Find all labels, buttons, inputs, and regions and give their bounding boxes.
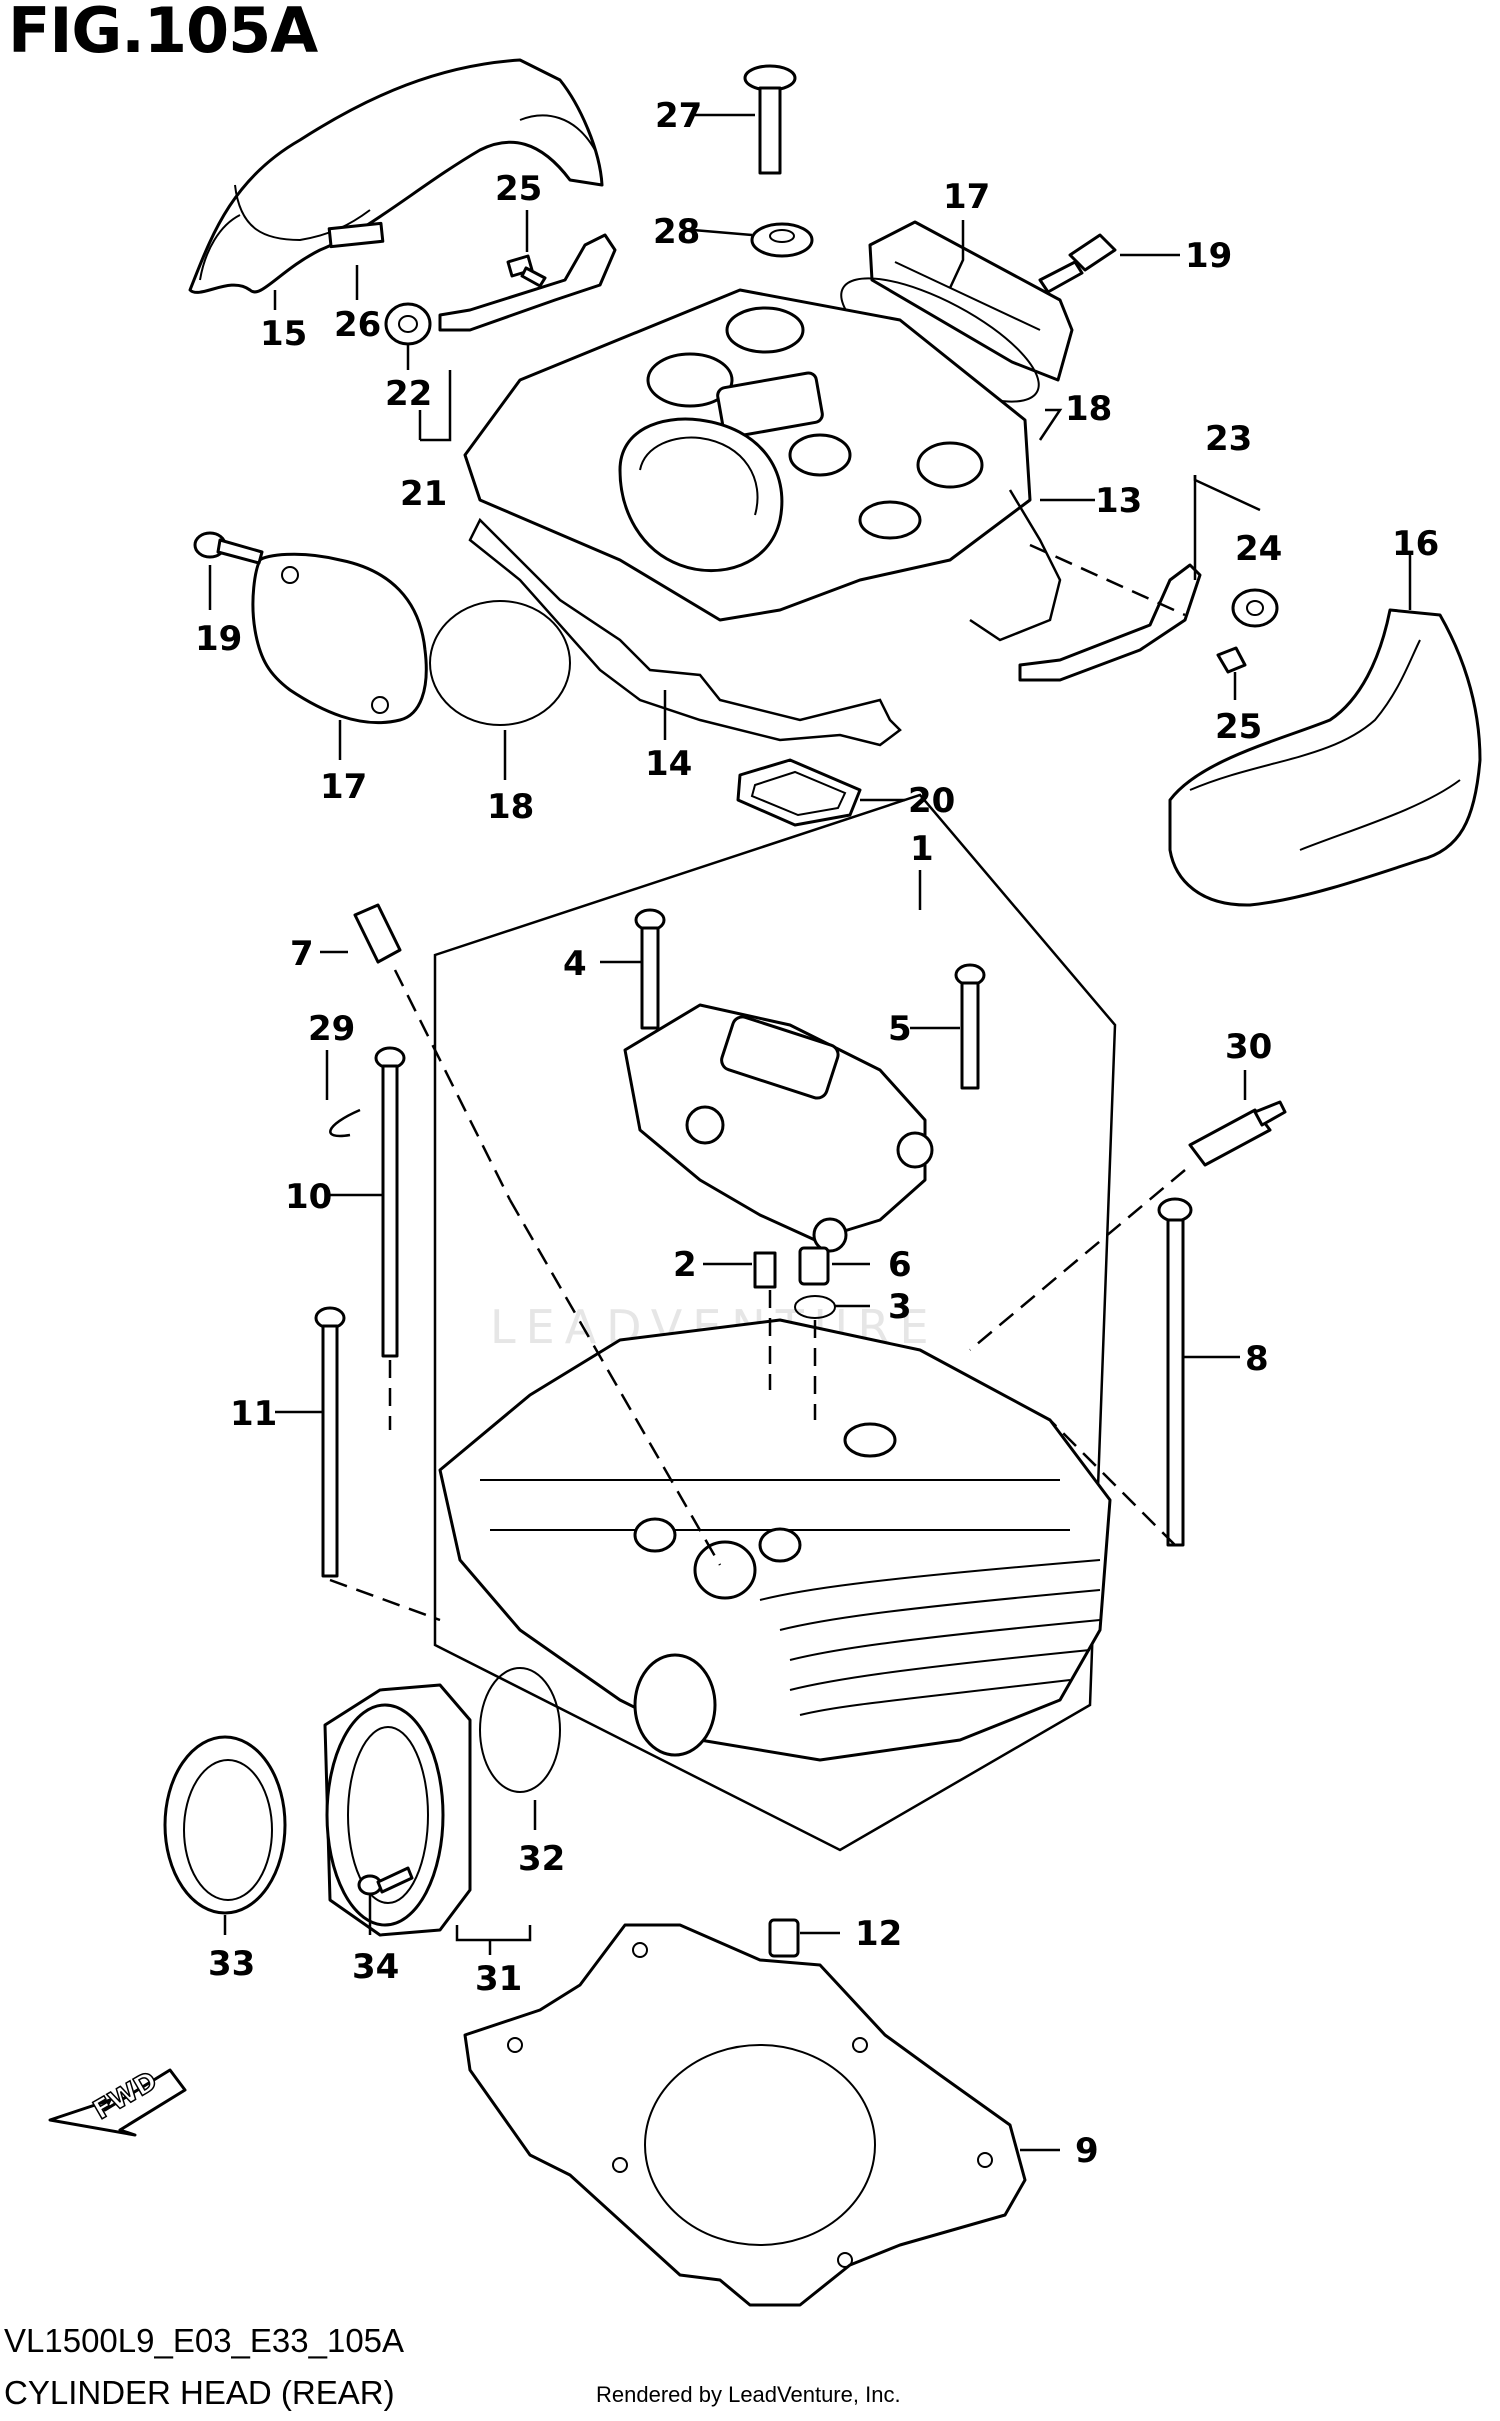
- callout-26: 26: [334, 305, 381, 345]
- part-25-bolt-right: [1216, 646, 1247, 674]
- part-19-bolt-top: [1038, 233, 1117, 294]
- part-17-cap-left: [251, 552, 428, 725]
- part-31-intake-pipe: [323, 1683, 472, 1937]
- callout-10: 10: [285, 1177, 332, 1217]
- part-30-spark-plug: [1188, 1100, 1287, 1167]
- callout-13: 13: [1095, 481, 1142, 521]
- rocker-holder: [623, 1003, 934, 1253]
- part-3-oring: [794, 1295, 836, 1319]
- callout-17-top: 17: [943, 177, 990, 217]
- part-2-dowel: [753, 1251, 777, 1289]
- part-27-bolt: [743, 64, 797, 175]
- part-19-bolt-left: [193, 531, 264, 565]
- callout-6: 6: [888, 1245, 912, 1285]
- callout-33: 33: [208, 1944, 255, 1984]
- callout-34: 34: [352, 1947, 399, 1987]
- assembly-dashes: [329, 543, 1186, 1622]
- part-14-gasket: [468, 517, 902, 747]
- callout-25-right: 25: [1215, 707, 1262, 747]
- fwd-arrow: FWD: [48, 2065, 187, 2137]
- part-7-plug: [353, 903, 402, 964]
- part-32-oring: [479, 1667, 561, 1793]
- callout-16: 16: [1392, 524, 1439, 564]
- callout-31: 31: [475, 1959, 522, 1999]
- part-13-head-cover: [463, 288, 1032, 622]
- part-6-dowel: [798, 1246, 830, 1286]
- callout-27: 27: [655, 96, 702, 136]
- callout-22: 22: [385, 374, 432, 414]
- figure-name: CYLINDER HEAD (REAR): [4, 2374, 395, 2411]
- part-16-cover: [1168, 608, 1482, 907]
- part-22-grommet: [384, 302, 432, 346]
- part-5-bolt: [954, 963, 986, 1090]
- callout-15: 15: [260, 314, 307, 354]
- callout-29: 29: [308, 1009, 355, 1049]
- callout-8: 8: [1245, 1339, 1269, 1379]
- callout-21: 21: [400, 474, 447, 514]
- credit-text: Rendered by LeadVenture, Inc.: [596, 2382, 901, 2407]
- callout-3: 3: [888, 1287, 912, 1327]
- callout-28: 28: [653, 212, 700, 252]
- part-9-head-gasket: [463, 1923, 1027, 2307]
- callout-17-left: 17: [320, 767, 367, 807]
- callout-20: 20: [908, 781, 955, 821]
- part-23-bracket: [1018, 563, 1202, 682]
- leader-lines: [208, 113, 1412, 2152]
- part-17-cap-top: [868, 220, 1074, 382]
- part-28-washer: [750, 222, 814, 258]
- callout-30: 30: [1225, 1027, 1272, 1067]
- callout-23: 23: [1205, 419, 1252, 459]
- part-10-bolt: [374, 1046, 406, 1358]
- callout-12: 12: [855, 1914, 902, 1954]
- callout-32: 32: [518, 1839, 565, 1879]
- part-15-cover: [188, 58, 604, 294]
- part-18-oring-left: [429, 600, 571, 726]
- part-34-screw: [357, 1866, 414, 1896]
- callout-9: 9: [1075, 2131, 1099, 2171]
- figure-title: FIG.105A: [8, 0, 318, 67]
- callout-7: 7: [290, 934, 314, 974]
- figure-code: VL1500L9_E03_E33_105A: [4, 2322, 405, 2359]
- part-11-bolt: [314, 1306, 346, 1578]
- part-8-bolt: [1157, 1197, 1193, 1547]
- callout-19-top: 19: [1185, 236, 1232, 276]
- part-4-bolt: [634, 908, 666, 1030]
- part-12-dowel: [768, 1918, 800, 1958]
- callout-24: 24: [1235, 529, 1282, 569]
- part-29-clip: [329, 1108, 361, 1138]
- callout-14: 14: [645, 744, 692, 784]
- callout-25-top: 25: [495, 169, 542, 209]
- callout-4: 4: [563, 944, 587, 984]
- part-21-bracket: [438, 233, 617, 332]
- part-20-gasket: [736, 758, 862, 827]
- callout-1: 1: [910, 829, 934, 869]
- part-26-pad: [327, 221, 385, 249]
- callout-2: 2: [673, 1245, 697, 1285]
- part-33-clamp: [163, 1735, 287, 1915]
- callout-19-left: 19: [195, 619, 242, 659]
- callout-5: 5: [888, 1009, 912, 1049]
- part-25-bolt-top: [506, 254, 547, 288]
- callout-18-left: 18: [487, 787, 534, 827]
- callouts: 27 25 28 17 19 15 26 22 21 18 13 23 24 1…: [195, 96, 1439, 2171]
- callout-18-top: 18: [1065, 389, 1112, 429]
- cylinder-head: [438, 1318, 1112, 1762]
- part-24-grommet: [1231, 588, 1279, 628]
- part-1-assembly-outline: [433, 793, 1117, 1852]
- callout-11: 11: [230, 1394, 277, 1434]
